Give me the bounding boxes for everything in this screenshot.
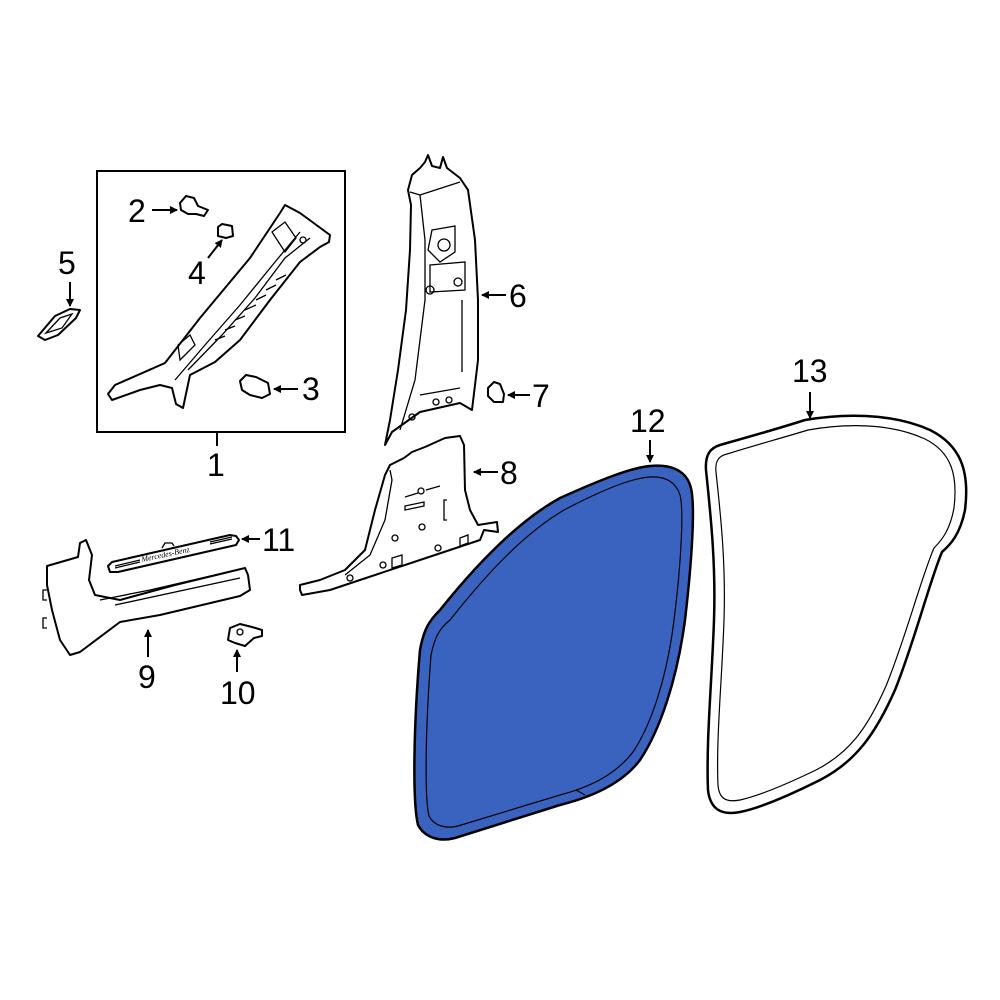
door-weatherstrip-part-12[interactable] [413, 464, 695, 841]
svg-text:3: 3 [302, 371, 320, 407]
callout-2: 2 [128, 193, 178, 229]
callout-13: 13 [792, 353, 828, 419]
svg-text:8: 8 [500, 455, 518, 491]
a-pillar-trim-part-1[interactable] [107, 204, 331, 409]
callout-8: 8 [473, 455, 518, 491]
callout-7: 7 [507, 378, 550, 414]
svg-text:7: 7 [532, 378, 550, 414]
clip-part-7[interactable] [487, 381, 505, 403]
callout-10: 10 [220, 649, 256, 711]
callout-3: 3 [273, 371, 320, 407]
b-pillar-lower-trim-part-8[interactable] [299, 435, 499, 596]
bracket-part-10[interactable] [227, 623, 263, 647]
callout-6: 6 [481, 278, 527, 314]
svg-text:2: 2 [128, 193, 146, 229]
callout-12: 12 [630, 403, 666, 463]
svg-text:10: 10 [220, 675, 256, 711]
svg-text:12: 12 [630, 403, 666, 439]
part-1-group-box [96, 170, 346, 446]
svg-text:4: 4 [188, 255, 206, 291]
svg-text:6: 6 [509, 278, 527, 314]
svg-text:9: 9 [138, 659, 156, 695]
callout-11: 11 [241, 522, 295, 558]
cover-part-5[interactable] [37, 308, 81, 341]
sill-plate-part-11[interactable]: Mercedes-Benz [107, 534, 240, 573]
callout-1: 1 [207, 447, 225, 483]
svg-text:1: 1 [207, 447, 225, 483]
svg-text:11: 11 [262, 522, 295, 558]
body-weatherstrip-part-13[interactable] [704, 414, 968, 815]
callout-5: 5 [58, 245, 76, 307]
clip-part-3[interactable] [239, 374, 271, 399]
svg-text:13: 13 [792, 353, 828, 389]
callout-4: 4 [188, 239, 223, 291]
sill-trim-part-9[interactable] [42, 539, 251, 656]
b-pillar-upper-trim-part-6[interactable] [384, 154, 479, 446]
clip-part-2[interactable] [179, 195, 209, 217]
svg-text:5: 5 [58, 245, 76, 281]
callout-9: 9 [138, 629, 156, 695]
clip-part-4[interactable] [217, 223, 234, 239]
